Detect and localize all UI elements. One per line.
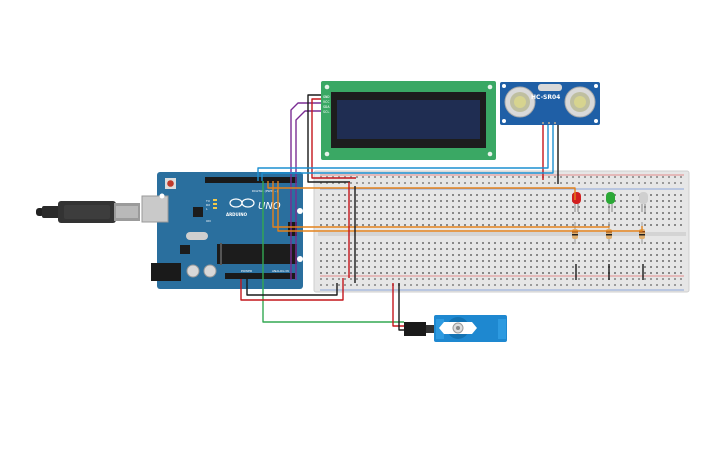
analog-header-label: ANALOG IN xyxy=(272,269,289,273)
rx-led-label: RX xyxy=(206,203,210,207)
wire-led-green xyxy=(272,181,610,228)
arduino-brand-text: ARDUINO xyxy=(226,212,248,217)
lcd-screen xyxy=(337,100,480,139)
usb-cable xyxy=(36,201,140,223)
lcd-module: GND VCC SDA SCL xyxy=(321,81,496,160)
on-led-label: ON xyxy=(206,219,211,223)
l-led-label: L xyxy=(206,207,208,211)
arduino-model-text: UNO xyxy=(258,201,281,212)
lcd-pin-vcc: VCC xyxy=(323,100,330,104)
sensor-label: HC-SR04 xyxy=(531,94,560,101)
wire-lcd-gnd xyxy=(307,94,350,183)
wire-lcd-scl xyxy=(295,110,321,280)
arduino-logo xyxy=(229,198,255,208)
tx-led-label: TX xyxy=(205,199,210,203)
lcd-pin-sda: SDA xyxy=(323,105,330,109)
lcd-pin-gnd: GND xyxy=(323,95,330,99)
led-white xyxy=(639,192,648,212)
lcd-pin-scl: SCL xyxy=(323,110,330,114)
digital-header-label: DIGITAL (PWM ~) xyxy=(252,189,278,193)
wire-arduino-gnd xyxy=(246,279,338,296)
power-header-label: POWER xyxy=(241,269,252,273)
led-green xyxy=(606,192,615,212)
wire-arduino-5v xyxy=(240,278,344,301)
ultrasonic-sensor: HC-SR04 xyxy=(500,82,600,125)
wire-sensor-trig xyxy=(257,125,549,181)
led-red xyxy=(572,192,581,212)
wire-servo-gnd xyxy=(398,283,404,331)
sensor-transducer-right xyxy=(564,86,596,118)
wire-lcd-sda xyxy=(290,102,321,280)
wire-servo-vcc xyxy=(392,283,404,327)
wire-servo-signal xyxy=(262,181,404,323)
sensor-transducer-left xyxy=(504,86,536,118)
wire-lcd-vcc xyxy=(311,98,356,179)
arduino-uno-board: ARDUINO UNO DIGITAL (PWM ~) POWER ANALOG… xyxy=(141,172,303,289)
wire-sensor-echo xyxy=(261,125,554,181)
wire-led-red xyxy=(267,181,576,200)
wire-led-white xyxy=(277,181,643,232)
servo-motor xyxy=(404,315,507,342)
